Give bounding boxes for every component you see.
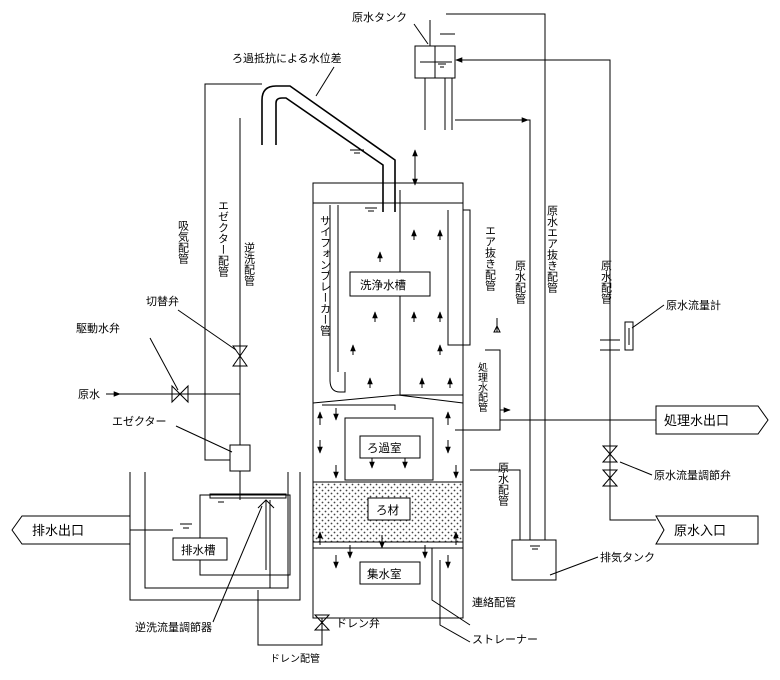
filtration-chamber-box: ろ過室 <box>359 435 421 459</box>
drive-valve-label: 駆動水弁 <box>76 321 120 335</box>
raw-tank-label-group: 原水タンク <box>352 11 429 45</box>
treated-outlet-callout: 処理水出口 <box>655 405 769 435</box>
flow-meter <box>600 321 634 351</box>
flow-meter-label-group: 原水流量計 <box>631 298 721 329</box>
air-vent-pipe <box>447 209 471 346</box>
ejector-pipe-label: エゼクター配管 <box>217 200 230 278</box>
intake-pipe-label: 吸気配管 <box>177 220 190 265</box>
treated-pipe-label: 処理水配管 <box>476 361 488 413</box>
main-filter-vessel <box>312 182 464 619</box>
drive-valve-label-group: 駆動水弁 <box>76 321 179 391</box>
strainer-label: ストレーナー <box>472 633 538 646</box>
siphon-pipe <box>261 85 396 212</box>
raw-pipe-line-3 <box>609 330 656 521</box>
drain-valve-label: ドレン弁 <box>336 616 380 630</box>
strainer-leader <box>439 560 471 643</box>
exhaust-tank-label: 排気タンク <box>600 550 655 564</box>
intake-pipe <box>204 83 262 461</box>
drain-tank-label: 排水槽 <box>181 543 216 557</box>
raw-water-label: 原水 <box>78 388 100 401</box>
ejector <box>229 444 251 500</box>
drain-outlet-label: 排水出口 <box>32 524 84 539</box>
switch-valve <box>232 345 248 367</box>
wash-tank-label: 洗浄水槽 <box>360 278 406 292</box>
filtration-head-label-group: ろ過抵抗による水位差 <box>232 51 418 186</box>
connecting-pipe-label: 連絡配管 <box>472 595 516 609</box>
raw-pipe-line-2 <box>462 430 521 540</box>
drain-pipe-label: ドレン配管 <box>270 652 320 665</box>
raw-water-inlet-line: 原水 <box>78 384 240 404</box>
drain-pipe <box>257 590 323 646</box>
filter-media-label: ろ材 <box>376 503 399 517</box>
filter-media-box: ろ材 <box>367 497 411 521</box>
drain-valve <box>313 614 331 640</box>
raw-inlet-label: 原水入口 <box>674 524 726 539</box>
raw-water-tank <box>414 20 456 130</box>
flow-control-valve-label: 原水流量調節弁 <box>654 468 731 482</box>
switch-valve-label-group: 切替弁 <box>146 294 237 351</box>
flow-meter-label: 原水流量計 <box>666 298 721 312</box>
connecting-pipe-leader <box>431 548 471 626</box>
filtration-head-label: ろ過抵抗による水位差 <box>232 51 342 65</box>
backwash-regulator-label-group: 逆洗流量調節器 <box>135 505 263 634</box>
raw-air-vent-label: 原水エア抜き配管 <box>546 205 559 294</box>
drain-outlet-callout: 排水出口 <box>11 515 131 545</box>
siphon-breaker-label: サイフォンブレーカー管 <box>319 215 332 337</box>
flow-control-valve <box>601 445 619 487</box>
raw-supply-top-pipe <box>446 13 611 330</box>
siphon-breaker-pipe <box>329 205 346 393</box>
filtration-chamber-label: ろ過室 <box>367 441 402 455</box>
raw-tank-label: 原水タンク <box>352 11 407 24</box>
exhaust-tank <box>511 539 557 581</box>
switch-valve-label: 切替弁 <box>146 294 179 308</box>
collection-chamber-label: 集水室 <box>367 567 402 581</box>
treated-water-pipe <box>455 349 501 431</box>
backwash-pipe-label: 逆洗配管 <box>243 241 256 287</box>
raw-pipe-label-3: 原水配管 <box>600 260 613 305</box>
chamber-flow-arrows <box>317 408 459 569</box>
drain-tank <box>129 472 301 601</box>
collection-chamber-box: 集水室 <box>359 561 421 585</box>
ejector-label: エゼクター <box>112 415 167 428</box>
raw-inlet-callout: 原水入口 <box>655 515 759 545</box>
wash-tank-box: 洗浄水槽 <box>349 271 431 297</box>
air-vent-label: エア抜き配管 <box>484 225 497 292</box>
exhaust-tank-label-group: 排気タンク <box>549 550 655 576</box>
backwash-regulator-label: 逆洗流量調節器 <box>135 620 212 634</box>
ejector-label-group: エゼクター <box>112 415 233 453</box>
wash-tank-flow-arrows <box>350 229 453 388</box>
drain-tank-box: 排水槽 <box>172 537 228 561</box>
raw-pipe-label-2: 原水配管 <box>497 462 510 507</box>
treated-outlet-label: 処理水出口 <box>664 414 729 429</box>
raw-pipe-label-1: 原水配管 <box>514 260 527 305</box>
flow-control-valve-label-group: 原水流量調節弁 <box>619 461 731 482</box>
